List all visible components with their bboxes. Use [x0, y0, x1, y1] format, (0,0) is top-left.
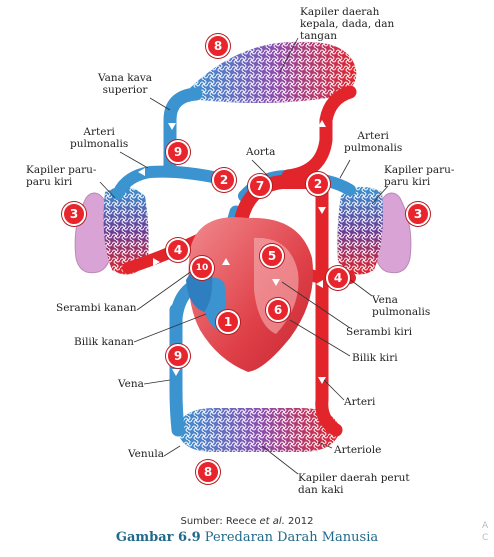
- leader-kapiler-perut: [261, 445, 299, 475]
- marker-left-2: 2: [212, 168, 236, 192]
- arrow-7: [138, 168, 145, 176]
- marker-right-4: 4: [326, 266, 350, 290]
- arrow-10: [316, 280, 323, 288]
- marker-7: 7: [248, 174, 272, 198]
- label-serambi-kanan: Serambi kanan: [56, 302, 137, 314]
- edge-mark: A C: [482, 521, 489, 543]
- label-vena-kava: Vana kava superior: [98, 72, 153, 96]
- arrow-9: [153, 258, 160, 266]
- top-capillary-bed: [190, 41, 357, 103]
- heart: [186, 217, 314, 372]
- leader-arteri: [323, 379, 345, 401]
- arrow-5: [318, 377, 326, 384]
- marker-top-8: 8: [206, 34, 230, 58]
- leader-aorta: [251, 159, 269, 177]
- label-arteri-pulmonalis-kanan: Arteri pulmonalis: [344, 130, 403, 154]
- label-bilik-kiri: Bilik kiri: [352, 352, 398, 364]
- leader-lines: [99, 37, 389, 475]
- arrow-4: [318, 207, 326, 214]
- marker-left-3: 3: [62, 202, 86, 226]
- figure-caption: Gambar 6.9 Peredaran Darah Manusia: [115, 530, 379, 545]
- marker-5: 5: [260, 244, 284, 268]
- leader-arteri-pulm-kanan: [339, 159, 351, 179]
- arrow-12: [272, 279, 280, 286]
- arrow-6: [318, 120, 326, 127]
- label-arteri: Arteri: [344, 396, 376, 408]
- marker-6: 6: [266, 298, 290, 322]
- leader-serambi-kiri: [281, 281, 351, 329]
- arrow-1: [168, 123, 176, 130]
- label-arteri-pulmonalis-kiri: Arteri pulmonalis: [70, 126, 129, 150]
- right-lung-capillary: [337, 186, 383, 275]
- marker-10: 10: [190, 256, 214, 280]
- label-vena-pulmonalis: Vena pulmonalis: [372, 294, 431, 318]
- marker-right-3: 3: [406, 202, 430, 226]
- label-vena: Vena: [118, 378, 144, 390]
- label-bilik-kanan: Bilik kanan: [74, 336, 134, 348]
- leader-bilik-kanan: [133, 313, 207, 343]
- marker-bottom-8: 8: [196, 460, 220, 484]
- label-kapiler-paru-kiri: Kapiler paru- paru kiri: [26, 164, 97, 188]
- arrow-11: [222, 258, 230, 265]
- label-kapiler-kepala: Kapiler daerah kepala, dada, dan tangan: [300, 6, 395, 42]
- right-lung: [373, 192, 412, 274]
- leader-venula: [163, 445, 181, 457]
- leader-kapiler-paru-kanan: [371, 185, 389, 205]
- label-kapiler-perut: Kapiler daerah perut dan kaki: [298, 472, 410, 496]
- label-serambi-kiri: Serambi kiri: [346, 326, 413, 338]
- leader-serambi-kanan: [136, 267, 197, 311]
- label-arteriole: Arteriole: [334, 444, 382, 456]
- leader-kapiler-paru-kiri: [99, 181, 116, 199]
- bottom-capillary-bed: [178, 408, 340, 452]
- leader-kapiler-kepala: [279, 37, 299, 73]
- marker-lower-9: 9: [166, 344, 190, 368]
- leader-arteriole: [317, 441, 333, 449]
- leader-vena-pulmonalis: [347, 277, 373, 297]
- leader-arteri-pulm-kiri: [119, 151, 149, 169]
- marker-left-4: 4: [166, 238, 190, 262]
- left-lung-capillary: [103, 186, 149, 275]
- leader-vena-kava: [149, 97, 171, 111]
- marker-right-2: 2: [306, 172, 330, 196]
- label-kapiler-paru-kanan: Kapiler paru- paru kiri: [384, 164, 455, 188]
- label-aorta: Aorta: [246, 146, 276, 158]
- marker-left-9: 9: [166, 140, 190, 164]
- label-venula: Venula: [128, 448, 164, 460]
- leader-vena: [143, 379, 171, 385]
- source-credit: Sumber: Reece et al. 2012: [180, 516, 314, 527]
- leader-bilik-kiri: [289, 319, 351, 357]
- marker-1: 1: [216, 310, 240, 334]
- arrow-3: [172, 369, 180, 376]
